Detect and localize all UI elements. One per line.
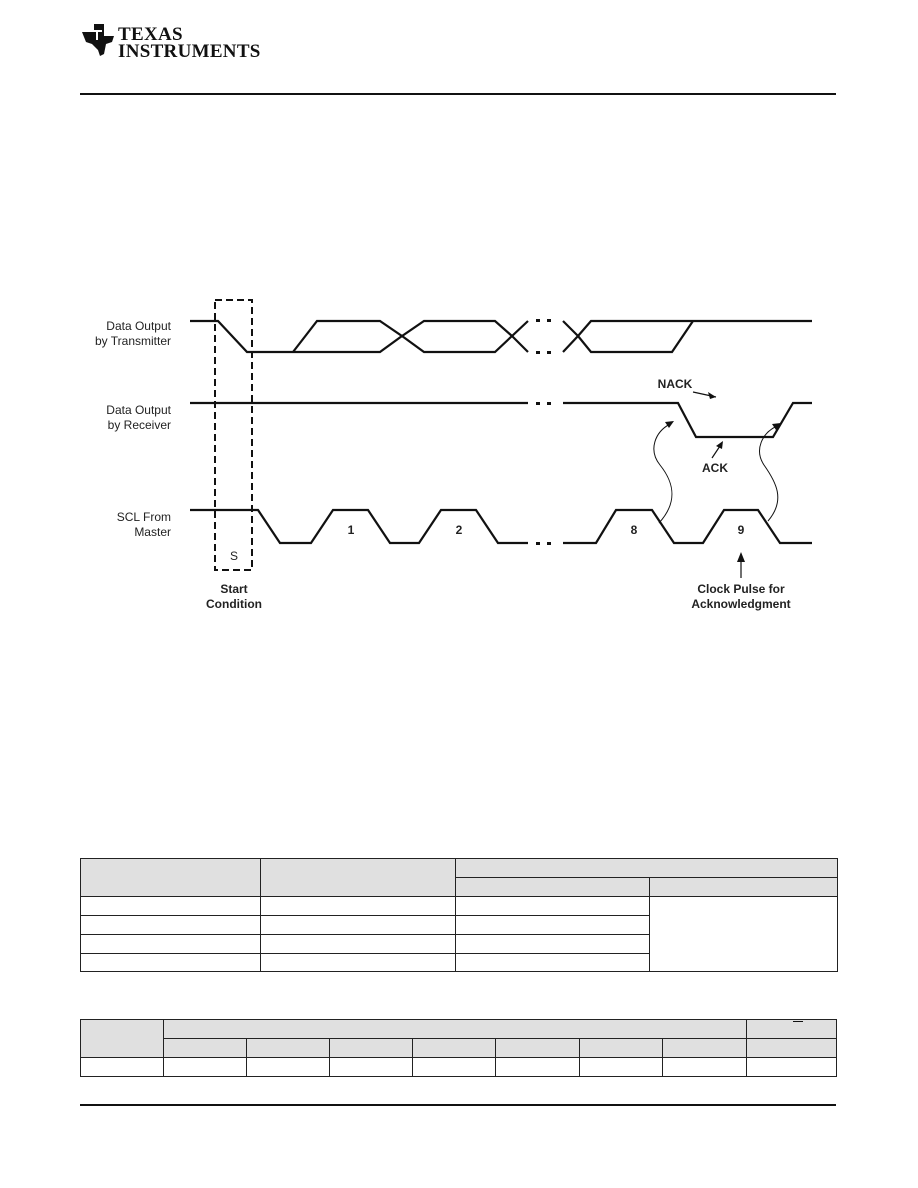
clock-pulse-9: 9: [738, 523, 745, 537]
table-row: [80, 896, 838, 972]
table-1-header-cell: [455, 858, 838, 878]
receiver-label-line2: by Receiver: [108, 418, 171, 432]
logo-line-1: Texas: [118, 24, 183, 45]
ack-caption-line1: Clock Pulse for: [697, 582, 785, 596]
ack-caption-line2: Acknowledgment: [691, 597, 790, 611]
start-condition-box: [214, 299, 253, 571]
table-2-header-cell: [745, 1019, 838, 1039]
scl-waveform: [190, 508, 812, 545]
scl-label-line2: Master: [134, 525, 171, 539]
transmitter-label-line1: Data Output: [106, 319, 171, 333]
table-1-header-cell: [455, 877, 650, 897]
logo-wordmark: Texas Instruments: [118, 24, 261, 62]
table-2-header-cell: [79, 1019, 165, 1058]
ack-relation-curve-left: [653, 423, 673, 524]
table-1: [80, 858, 838, 972]
table-2: [79, 1019, 838, 1077]
ti-logo: [80, 22, 230, 64]
footer-rule: [80, 1104, 836, 1106]
clock-pulse-8: 8: [631, 523, 638, 537]
table-row: [80, 915, 838, 935]
ack-label: ACK: [702, 461, 728, 475]
logo-line-2: Instruments: [118, 41, 261, 62]
receiver-label-line1: Data Output: [106, 403, 171, 417]
header-rule: [80, 93, 836, 95]
transmitter-waveform-low: [190, 319, 529, 354]
transmitter-waveform-right: [562, 319, 812, 354]
table-1-header-cell: [649, 877, 838, 897]
table-row: [79, 1057, 838, 1077]
table-row: [80, 953, 838, 972]
table-1-merged-cell: [649, 896, 838, 972]
table-1-header-cell: [260, 858, 456, 897]
transmitter-label-line2: by Transmitter: [95, 334, 171, 348]
table-1-header-cell: [80, 858, 261, 897]
start-marker: S: [230, 549, 238, 563]
texas-state-logo-icon: [82, 24, 114, 56]
clock-pulse-2: 2: [456, 523, 463, 537]
nack-label: NACK: [658, 377, 693, 391]
table-2-header-cell: [163, 1019, 747, 1039]
clock-pulse-1: 1: [348, 523, 355, 537]
transmitter-waveform-high: [292, 319, 529, 353]
receiver-waveform: [190, 401, 812, 439]
overline-mark: [793, 1021, 803, 1022]
start-caption-line1: Start: [220, 582, 247, 596]
start-caption-line2: Condition: [206, 597, 262, 611]
table-row: [80, 934, 838, 954]
ack-relation-curve-right: [759, 425, 779, 522]
scl-label-line1: SCL From: [117, 510, 171, 524]
